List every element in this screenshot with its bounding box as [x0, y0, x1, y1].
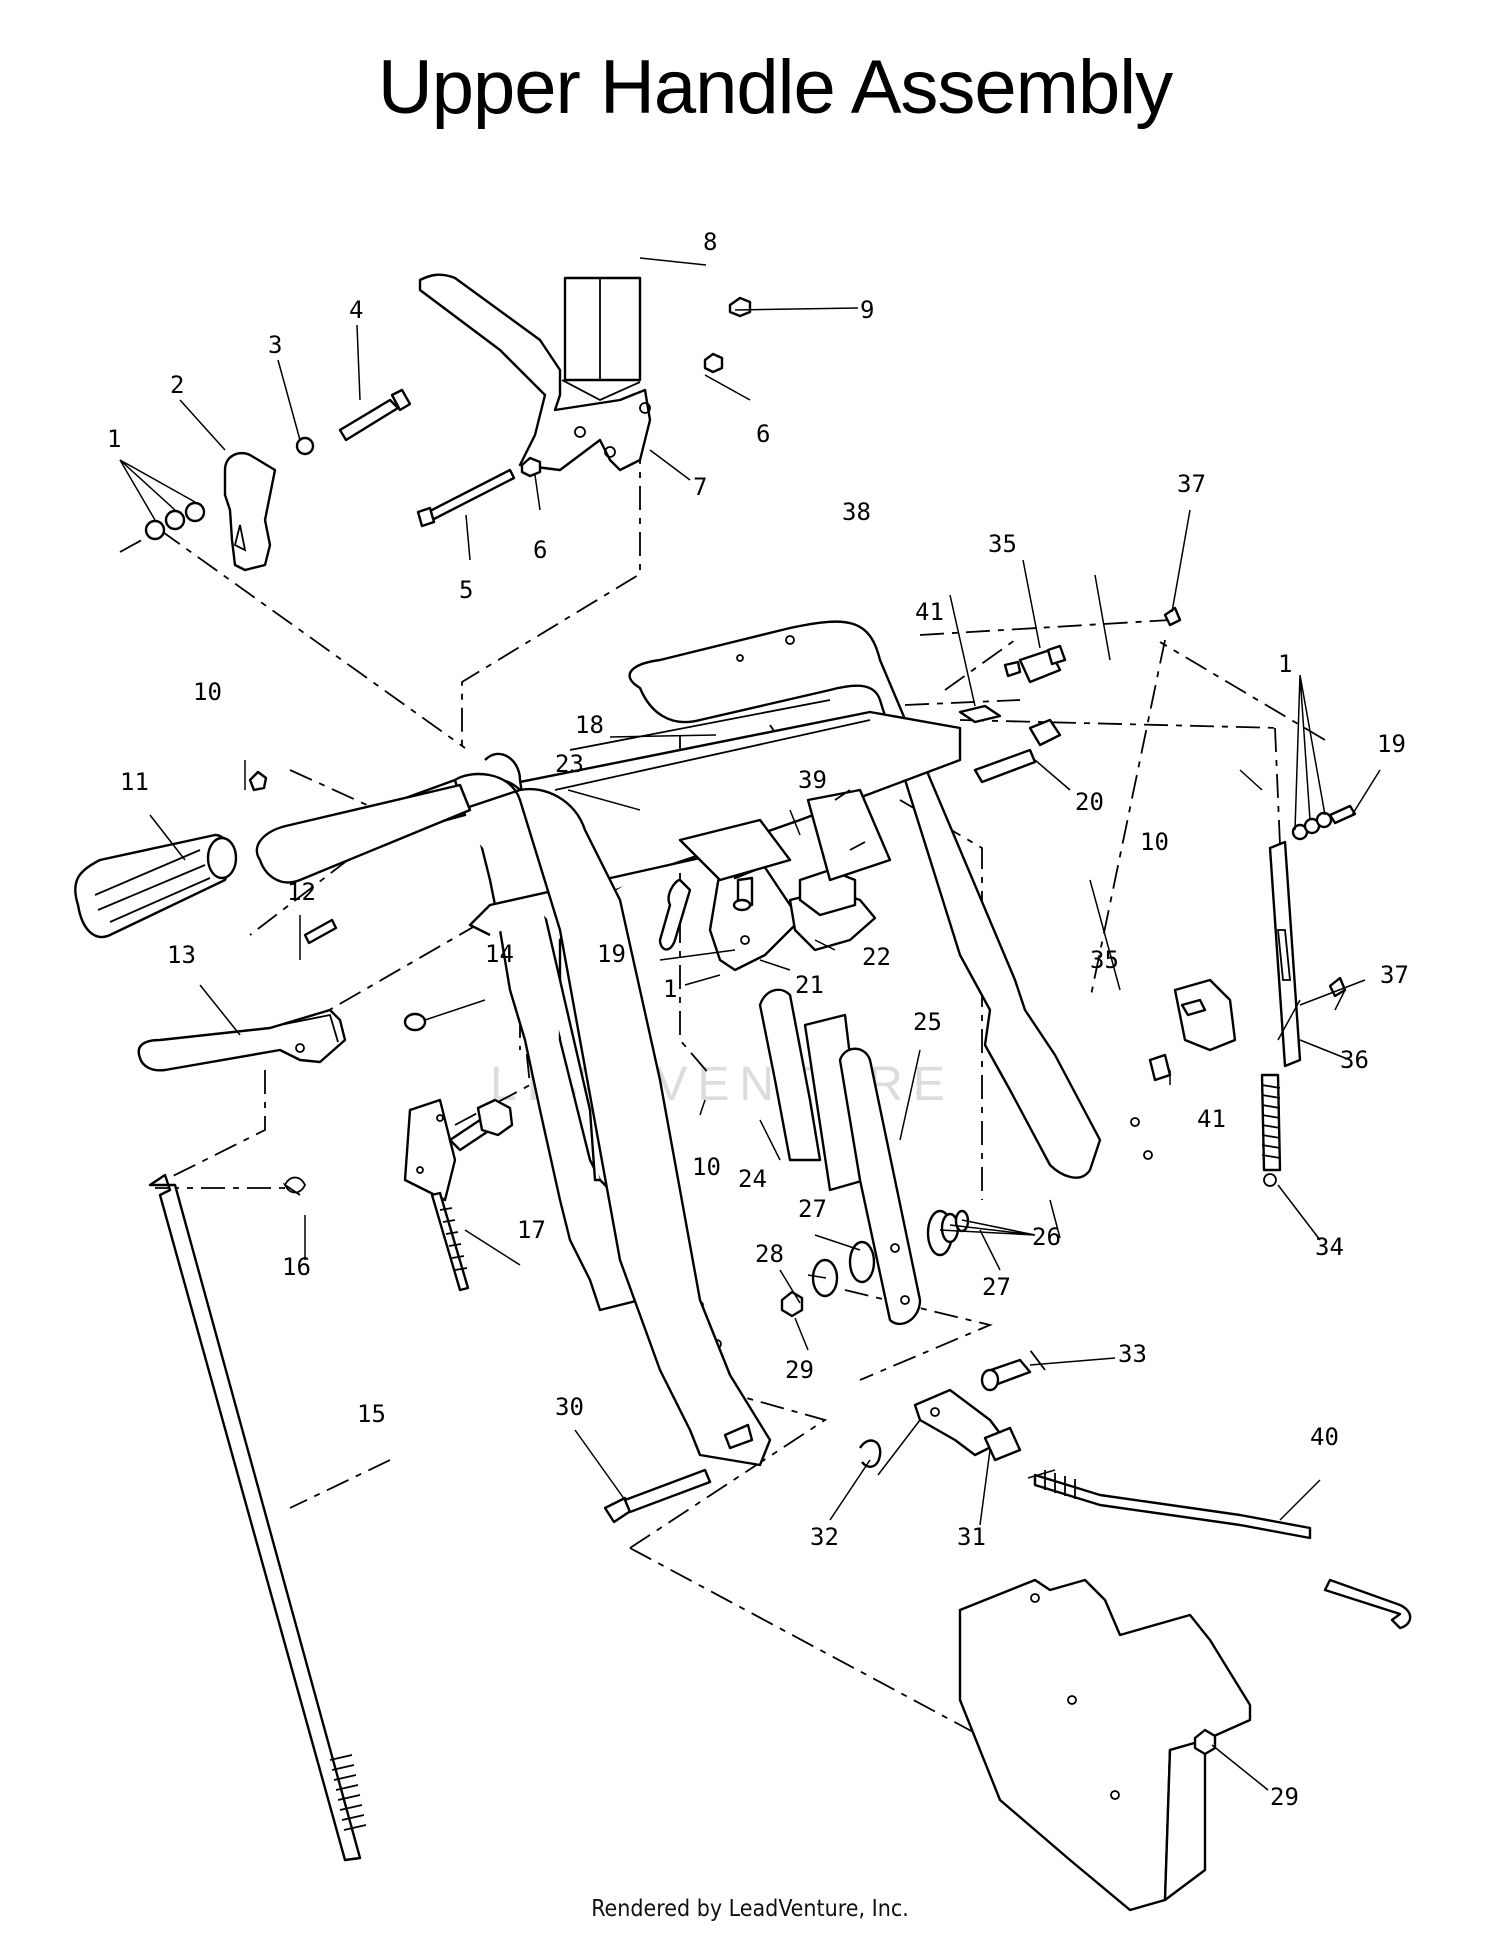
callout-35-top: 35: [988, 530, 1017, 558]
callout-29-center: 29: [785, 1356, 814, 1384]
callout-32: 32: [810, 1523, 839, 1551]
callout-leader-lines: [119, 257, 1381, 1791]
callout-37-right: 37: [1380, 961, 1409, 989]
callout-25: 25: [913, 1008, 942, 1036]
callout-31: 31: [957, 1523, 986, 1551]
callout-8: 8: [703, 228, 717, 256]
callout-14: 14: [485, 940, 514, 968]
part-35-switch-right: [1148, 978, 1237, 1082]
callout-19-center: 19: [597, 940, 626, 968]
callout-36: 36: [1340, 1046, 1369, 1074]
part-15-control-rod: [148, 1173, 367, 1862]
assembly-dashed-lines: [119, 440, 1326, 1801]
callout-12: 12: [287, 878, 316, 906]
washers-26-27-28-29: [780, 1209, 970, 1318]
part-36-lever-right: [1268, 840, 1302, 1068]
callout-20: 20: [1075, 788, 1104, 816]
part-17-cable-bracket: [403, 1098, 514, 1292]
callout-11: 11: [120, 768, 149, 796]
part-bottom-panel: [958, 1578, 1252, 1912]
callout-22: 22: [862, 943, 891, 971]
part-13-clutch-lever: [137, 1008, 427, 1072]
callout-40: 40: [1310, 1423, 1339, 1451]
callout-35-right: 35: [1090, 946, 1119, 974]
callout-10-right: 10: [1140, 828, 1169, 856]
callout-10-center: 10: [692, 1153, 721, 1181]
callout-41-right: 41: [1197, 1105, 1226, 1133]
callout-9: 9: [860, 296, 874, 324]
part-40-shift-rod: [1033, 1470, 1412, 1630]
callout-6-left: 6: [533, 536, 547, 564]
part-34-spring: [1260, 1073, 1282, 1187]
callout-numbers: 1 2 3 4 5 6 6 7 8 9 10 10 10 11 12 13 14…: [107, 228, 1409, 1811]
callout-17: 17: [517, 1216, 546, 1244]
callout-3: 3: [268, 331, 282, 359]
callout-30: 30: [555, 1393, 584, 1421]
callout-2: 2: [170, 371, 184, 399]
callout-15: 15: [357, 1400, 386, 1428]
part-35-interlock-switch-top: [1003, 644, 1067, 684]
part-7-top-bracket: [418, 273, 652, 472]
callout-1-center: 1: [663, 975, 677, 1003]
callout-37-top: 37: [1177, 470, 1206, 498]
footer-credit: Rendered by LeadVenture, Inc.: [591, 1896, 909, 1922]
callout-21: 21: [795, 971, 824, 999]
part-2-latch-pawl: [144, 388, 412, 572]
callout-6-right: 6: [756, 420, 770, 448]
left-handle-extension: [248, 770, 472, 1060]
part-24-25-straps: [758, 988, 922, 1326]
diagram-title: Upper Handle Assembly: [377, 45, 1173, 130]
callout-38: 38: [842, 498, 871, 526]
callout-24: 24: [738, 1165, 767, 1193]
callout-28: 28: [755, 1240, 784, 1268]
part-30-bolt: [603, 1423, 754, 1524]
callout-1-right: 1: [1278, 650, 1292, 678]
part-41-spacer-top: [958, 704, 1002, 724]
callout-18: 18: [575, 711, 604, 739]
callout-23: 23: [555, 750, 584, 778]
callout-33: 33: [1118, 1340, 1147, 1368]
part-21-latch-bracket: [658, 788, 892, 972]
callout-34: 34: [1315, 1233, 1344, 1261]
callout-26: 26: [1032, 1223, 1061, 1251]
part-11-hand-grip: [74, 833, 238, 938]
callout-41-top: 41: [915, 598, 944, 626]
callout-4: 4: [349, 296, 363, 324]
part-38-upper-handle: [628, 620, 1153, 1179]
callout-13: 13: [167, 941, 196, 969]
callout-5: 5: [459, 576, 473, 604]
callout-1: 1: [107, 425, 121, 453]
callout-10-left: 10: [193, 678, 222, 706]
callout-27-bottom: 27: [982, 1273, 1011, 1301]
part-37-screws: [1163, 606, 1347, 998]
callout-29-bottom: 29: [1270, 1783, 1299, 1811]
nuts-6-9: [520, 296, 752, 478]
callout-19-right: 19: [1377, 730, 1406, 758]
part-5-bolt: [416, 468, 516, 528]
callout-16: 16: [282, 1253, 311, 1281]
callout-39: 39: [798, 766, 827, 794]
callout-27-top: 27: [798, 1195, 827, 1223]
part-20-bolt: [973, 718, 1062, 784]
part-31-clevis: [858, 1358, 1032, 1468]
part-16-hairpin-clip: [282, 1176, 307, 1196]
callout-7: 7: [693, 473, 707, 501]
